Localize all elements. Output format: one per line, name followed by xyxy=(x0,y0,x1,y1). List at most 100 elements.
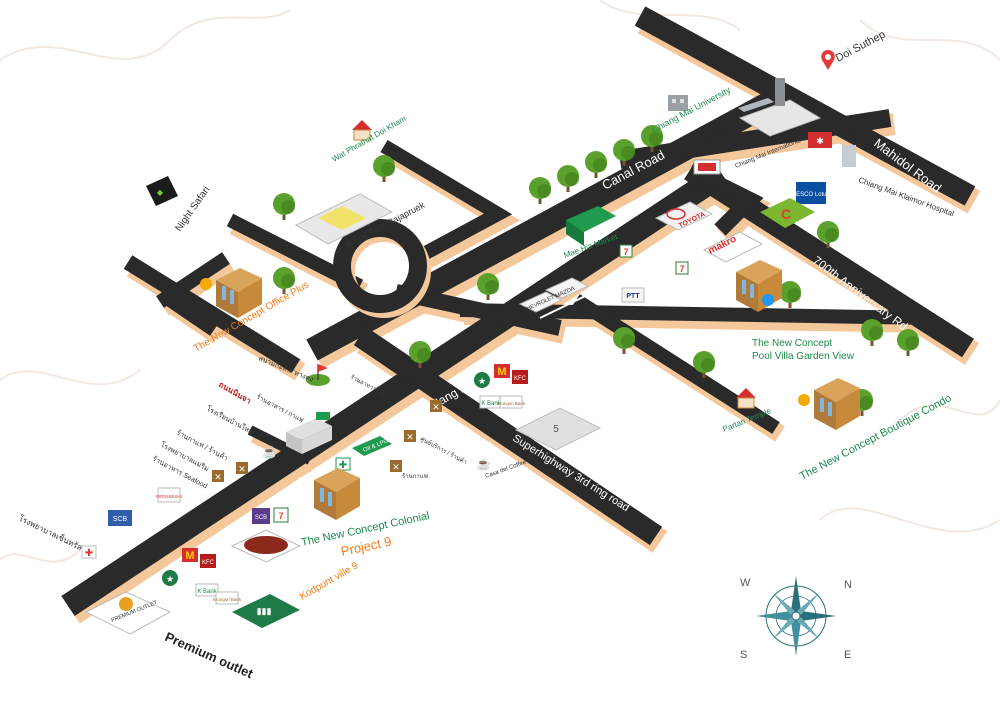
thai-label-i: โรงพยาบาลเซ็นทรัล xyxy=(17,513,84,553)
ptt: PTT xyxy=(621,287,645,303)
boutique-condo-pin-icon xyxy=(798,394,810,406)
seven-eleven-east: 7 xyxy=(675,261,689,275)
seven-eleven-sign-3: 7 xyxy=(278,511,283,521)
svg-text:☕: ☕ xyxy=(262,444,277,459)
restaurant-icon-center-1: ✕ xyxy=(390,460,402,472)
west-road-3 xyxy=(166,294,218,336)
mahidol-road xyxy=(634,6,976,206)
golf-flag-icon xyxy=(318,364,328,372)
makro: makro xyxy=(702,231,764,263)
pharmacy-cross-icon: ✚ xyxy=(339,460,347,471)
airport-link xyxy=(686,162,764,236)
cross-road-north xyxy=(394,284,562,336)
tree-4 xyxy=(613,139,635,166)
tree-14 xyxy=(817,221,839,248)
mcdonalds-center: M xyxy=(494,364,510,378)
thai-label-c: โรงเรียนบ้านใหม่ xyxy=(205,404,255,436)
kodpunt-ville: Kodpunt ville 9 xyxy=(230,529,361,603)
ptt-sign: PTT xyxy=(626,293,640,300)
kad-suan-kaew-icon: ✱ xyxy=(816,136,824,146)
green-store-south: ▮▮▮ xyxy=(232,594,300,628)
thai-label-h: ร้านอาหาร Seafood xyxy=(151,455,209,491)
kodpunt-label: Kodpunt ville 9 xyxy=(298,560,361,603)
restaurant-icon-west-2: ✕ xyxy=(236,462,248,474)
night-safari-label: Night Safari xyxy=(173,185,212,234)
road-median-line xyxy=(539,249,681,319)
svg-text:✕: ✕ xyxy=(392,462,400,472)
svg-text:✚: ✚ xyxy=(85,548,93,559)
roundabout xyxy=(333,219,431,318)
trees xyxy=(273,125,919,416)
seven-eleven-sign-1: 7 xyxy=(623,247,628,257)
south-side-road xyxy=(247,425,313,465)
tree-3 xyxy=(585,151,607,178)
toyota-logo-icon xyxy=(666,208,686,220)
thai-label-b: ร้านอาหาร / กาแฟ xyxy=(255,393,305,425)
airport-tower-icon xyxy=(775,78,785,106)
coffee-icon: ☕ xyxy=(262,444,277,459)
casa-del-coffee-label: Casa del Coffee xyxy=(485,459,528,480)
mitsubishi: MITSUBISHI xyxy=(156,487,182,503)
premium-outlet: PREMIUM OUTLET Premium outlet xyxy=(84,591,256,682)
tree-16 xyxy=(693,351,715,378)
coffee-icon-center: ☕ xyxy=(476,456,491,471)
kfc-sign-south: KFC xyxy=(202,560,215,566)
tree-7 xyxy=(273,193,295,220)
restaurant-icon-center-2: ✕ xyxy=(430,400,442,412)
krungsri-south: Krungsri Bank xyxy=(213,591,242,605)
krungsri-center: Krungsri Bank xyxy=(497,395,526,409)
tesco-lotus-sign: TESCO Lotus xyxy=(792,192,829,198)
mcdonalds-sign-south: M xyxy=(185,550,194,562)
starbucks-sign-center: ★ xyxy=(478,376,486,386)
svg-text:✕: ✕ xyxy=(406,432,414,442)
kad-suan-kaew: ✱ xyxy=(808,132,832,148)
tree-8 xyxy=(273,267,295,294)
green-store-icon: ▮▮▮ xyxy=(257,606,272,616)
svg-text:✕: ✕ xyxy=(238,464,246,474)
starbucks-sign-south: ★ xyxy=(166,574,174,584)
compass-s: S xyxy=(740,649,747,661)
restaurant-sign xyxy=(693,159,721,175)
night-safari-icon: ◆ xyxy=(157,188,164,197)
tree-11 xyxy=(613,327,635,354)
tree-1 xyxy=(529,177,551,204)
premium-outlet-logo-icon xyxy=(119,597,133,611)
doi-suthep-label: Doi Suthep xyxy=(834,28,888,64)
colonial-project: The New Concept Colonial Project 9 xyxy=(300,468,431,559)
thai-label-e: ศูนย์บริการ / ร้านค้า xyxy=(419,435,468,466)
seven-eleven-south: 7 xyxy=(273,507,289,523)
tree-5 xyxy=(641,125,663,152)
doi-suthep-marker: Doi Suthep xyxy=(821,28,887,70)
superhighway-label: Superhighway 3rd ring road xyxy=(510,432,631,514)
svg-text:☕: ☕ xyxy=(476,456,491,471)
kodpunt-logo-icon xyxy=(244,536,288,554)
mcdonalds-sign-center: M xyxy=(497,366,506,378)
west-road-2 xyxy=(156,252,230,308)
tree-6 xyxy=(373,155,395,182)
svg-text:✕: ✕ xyxy=(432,402,440,412)
tree-13 xyxy=(861,319,883,346)
restaurant-icon-west-1: ✕ xyxy=(212,470,224,482)
office-plus-pin-icon xyxy=(200,278,212,290)
road-network xyxy=(61,6,976,617)
kfc-center: KFC xyxy=(512,370,528,384)
big-c: C xyxy=(760,198,815,228)
distance-30m-label: 30 M xyxy=(298,476,318,486)
north-loop-road-2 xyxy=(380,139,513,263)
superhighway-road xyxy=(353,326,663,546)
seven-eleven-north: 7 xyxy=(619,244,633,258)
premium-outlet-label: Premium outlet xyxy=(163,629,256,681)
pool-villa-pin-icon xyxy=(762,294,774,306)
pharmacy: ✚ xyxy=(335,457,351,471)
shopping-center: 5 xyxy=(514,407,602,451)
tree-2 xyxy=(557,165,579,192)
compass-w: W xyxy=(740,577,751,589)
airplane-icon xyxy=(738,98,774,112)
bank-sign-west-text: SCB xyxy=(113,516,128,523)
krungsri-sign-center: Krungsri Bank xyxy=(497,401,526,406)
compass-n: N xyxy=(844,579,852,591)
tree-9 xyxy=(477,273,499,300)
